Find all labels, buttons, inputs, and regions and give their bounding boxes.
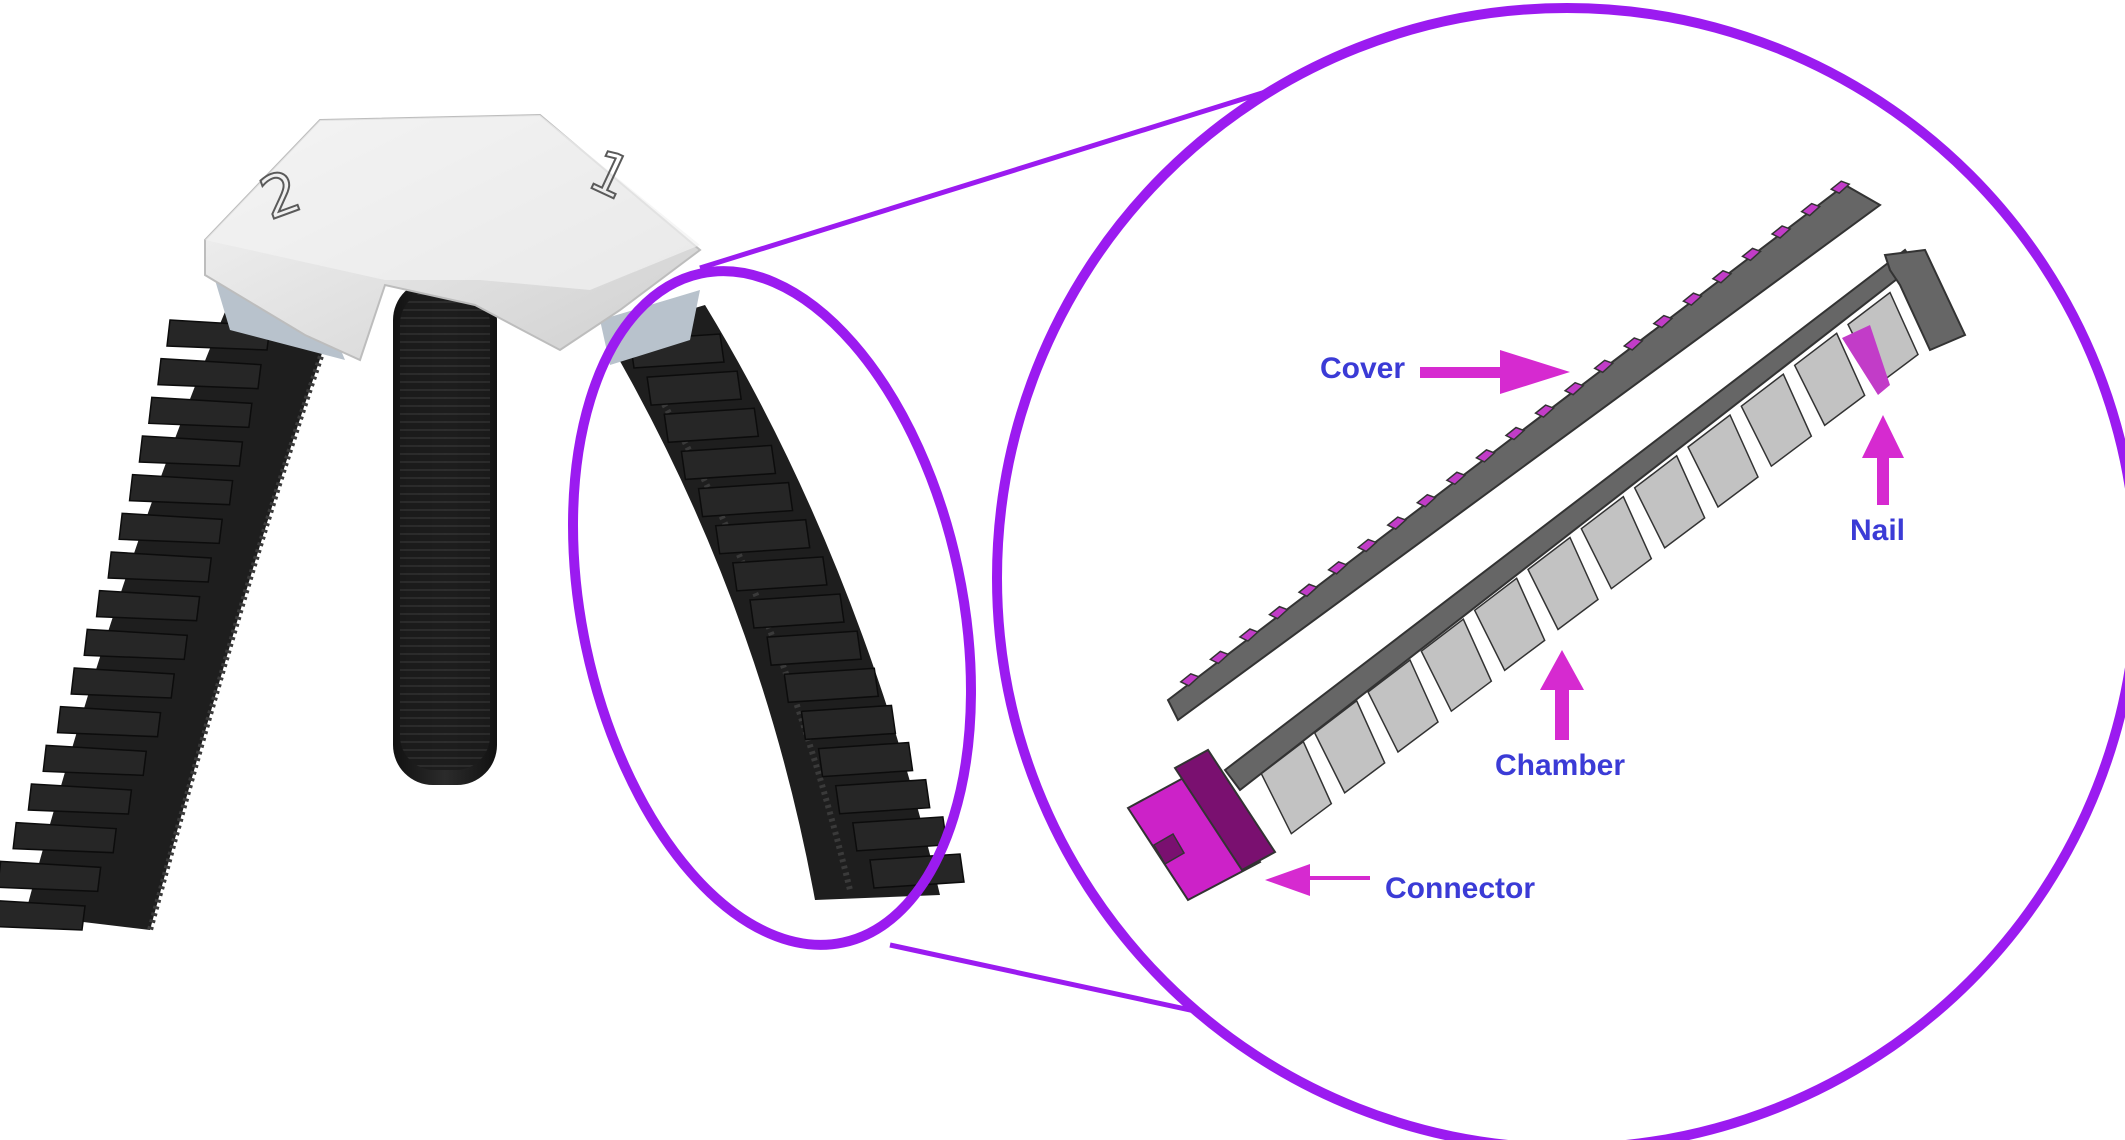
cover-tooth [1622,337,1644,351]
finger-segment [714,518,811,555]
cover-label: Cover [1320,352,1405,385]
chamber-block [1367,658,1439,754]
chamber-block [1793,332,1866,427]
finger-segment [646,370,742,406]
finger-segment [83,628,189,661]
nail-label: Nail [1850,514,1905,547]
finger-segment [56,705,162,738]
chamber-block [1687,413,1759,509]
cover-tooth [1593,359,1615,374]
cover-tooth [1297,583,1319,598]
chamber-block [1313,699,1386,794]
finger-segment [95,589,201,622]
chamber-block [1740,372,1813,468]
right-finger [605,305,965,900]
hub-right-collar [600,290,700,365]
cover-tooth [1770,225,1792,239]
left-finger-segments [0,319,271,931]
chamber-label: Chamber [1495,749,1625,782]
cover-tooth [1682,292,1703,307]
schematic: Cover Nail Chamber Connector [1126,180,1967,905]
chamber-block [1527,536,1599,631]
cover-arrow [1420,350,1570,394]
connector-collar [1173,748,1277,872]
cover-tooth [1504,426,1526,441]
finger-segment [732,556,828,592]
finger-segment [12,821,118,854]
cover-tooth [1268,605,1289,620]
cover-tooth [1800,202,1822,217]
connector-arrow [1265,864,1370,896]
finger-segment [42,744,148,777]
finger-segment [869,853,965,889]
hub-top-face [205,115,700,290]
nail-strip [1842,325,1890,395]
finger-segment [697,481,794,518]
finger-segment [783,667,880,704]
finger-segment [0,860,102,893]
cover-teeth [1179,180,1851,687]
connector [1126,748,1277,902]
chamber-block [1580,495,1653,590]
cover-tooth [1652,314,1674,329]
finger-segment [70,667,176,699]
chamber-blocks [1260,291,1919,835]
nail-arrow [1862,415,1904,505]
gripper-photo: 2 1 [0,113,965,931]
finger-segment [0,900,86,931]
magnifier-ellipse [568,266,976,950]
cover-tooth [1534,404,1555,419]
finger-segment [852,816,948,852]
cover-tooth [1179,672,1201,687]
finger-segment [107,551,213,583]
cover-tooth [1445,471,1467,486]
cover-tooth [1475,449,1496,463]
cover-tooth [1415,493,1437,508]
back-finger [393,280,497,785]
connector-housing [1126,768,1262,902]
connector-label: Connector [1385,872,1535,905]
chamber-hook [1883,248,1967,352]
cover-tooth [1563,381,1585,396]
finger-segment [118,512,224,545]
callout-arrows [1265,350,1904,896]
finger-segment [27,783,133,815]
cover-tooth [1386,516,1408,530]
cover-tooth [1356,538,1378,553]
cover-tooth [1208,650,1230,665]
right-finger-serration [647,378,853,891]
finger-segment [800,704,897,741]
cover-tooth [1327,560,1349,575]
cover-tooth [1238,628,1260,642]
magnifier-leader-top [699,72,1321,271]
chamber-block [1473,577,1546,672]
chamber-block [1633,454,1706,549]
finger-segment [148,396,253,429]
finger-segment [749,593,845,629]
cover-tooth [1741,247,1762,262]
finger-segment [817,741,914,778]
finger-segment [680,444,777,481]
finger-segment [834,778,931,815]
finger-segment [128,473,234,506]
chamber-block [1420,617,1493,713]
connector-port [1152,832,1186,866]
chamber-arrow [1540,650,1584,740]
cover-tooth [1711,269,1733,284]
finger-segment [157,357,262,390]
finger-segment [663,407,760,444]
hub: 2 1 [204,113,702,365]
cover-strip [1166,183,1882,722]
left-finger [0,300,333,931]
cover-tooth [1829,180,1851,195]
finger-segment [766,630,862,666]
finger-segment [138,435,244,467]
left-finger-serration [147,329,333,931]
chamber-block [1260,740,1333,835]
